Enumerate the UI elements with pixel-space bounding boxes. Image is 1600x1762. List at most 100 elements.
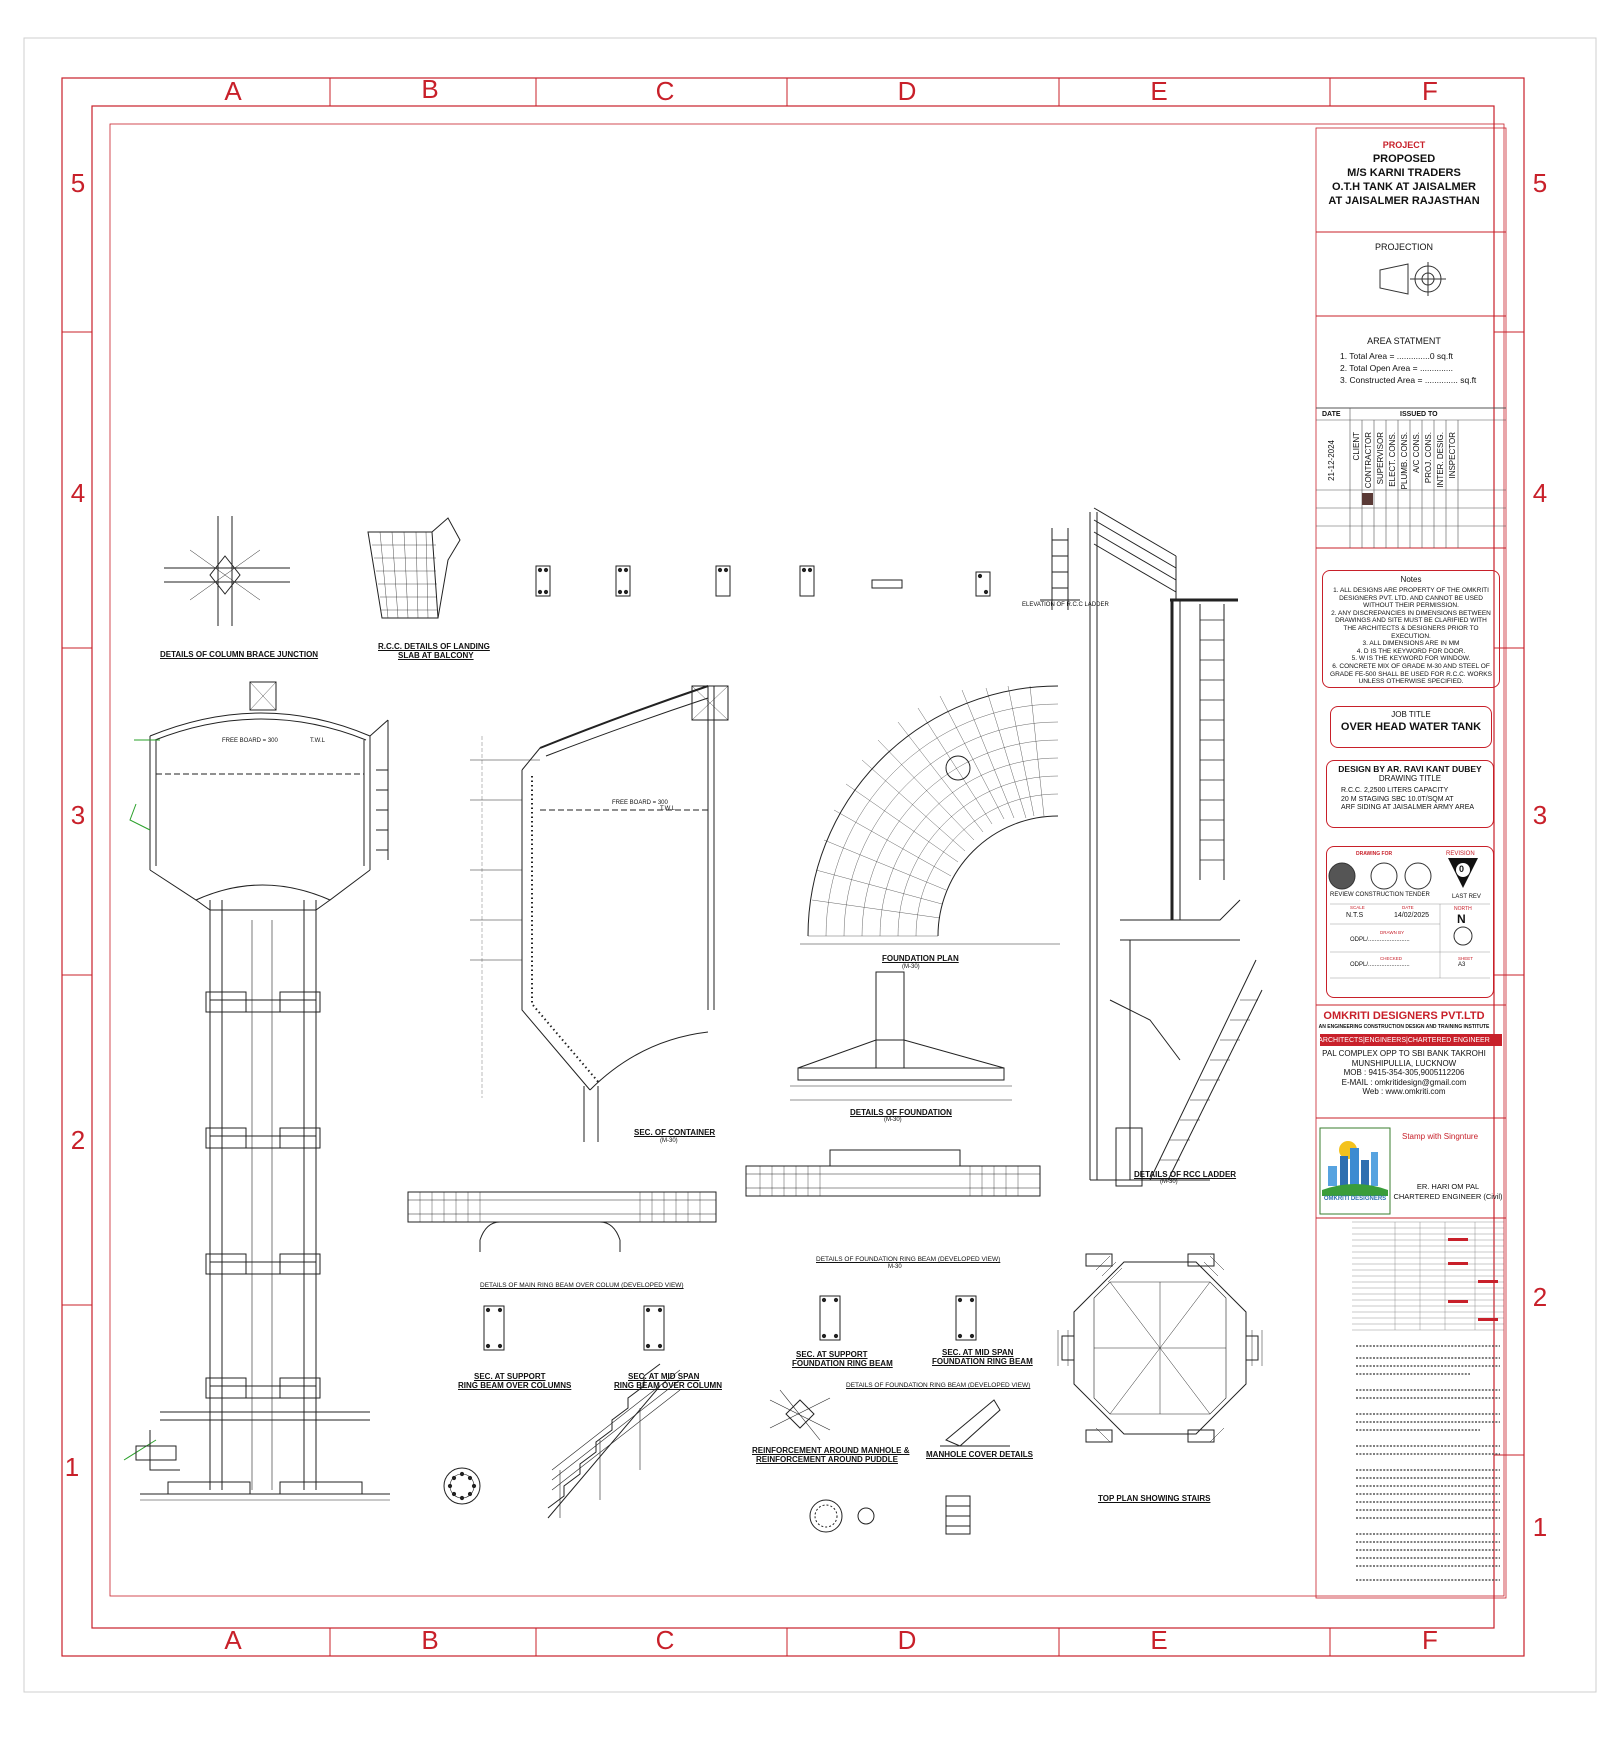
label-sec-midspan-1: SEC. AT MID SPAN <box>628 1372 700 1381</box>
sheet-label: SHEET <box>1458 956 1474 961</box>
design-by: DESIGN BY AR. RAVI KANT DUBEY <box>1338 764 1482 774</box>
foundation-plan-drawing <box>800 685 1060 945</box>
job-title-box: JOB TITLE OVER HEAD WATER TANK <box>1330 706 1492 748</box>
note-3: 3. ALL DIMENSIONS ARE IN MM <box>1362 640 1460 648</box>
odpl-drawn: ODPL/......................... <box>1350 937 1410 943</box>
date2-value: 14/02/2025 <box>1394 912 1430 919</box>
grid-col-c-top: C <box>655 76 675 106</box>
issued-ac: A/C CONS. <box>1412 432 1421 473</box>
landing-slab-drawing <box>367 517 461 619</box>
label-sec-support-f1: SEC. AT SUPPORT <box>796 1350 868 1359</box>
area-line-3: 3. Constructed Area = .............. sq.… <box>1340 375 1477 385</box>
north-letter: N <box>1457 912 1466 926</box>
drawing-for-box <box>1326 846 1494 998</box>
grid-col-a-bottom: A <box>224 1625 242 1655</box>
grid-row-5-right: 5 <box>1532 168 1548 198</box>
grid-col-d-bottom: D <box>897 1625 917 1655</box>
grid-row-1-right: 1 <box>1532 1512 1548 1542</box>
label-sec-midspan-f1: SEC. AT MID SPAN <box>942 1348 1014 1357</box>
grid-col-a-top: A <box>224 76 242 106</box>
issued-inter: INTER. DESIG. <box>1436 432 1445 488</box>
grid-col-f-top: F <box>1422 76 1438 106</box>
brace-sections-drawing <box>535 565 991 597</box>
project-heading: PROJECT <box>1382 140 1426 150</box>
checked-label: CHECKED <box>1380 956 1403 961</box>
foundation-ring-beam-drawing <box>745 1149 1041 1197</box>
grid-row-3-right: 3 <box>1532 800 1548 830</box>
grid-row-5-left: 5 <box>70 168 86 198</box>
label-sec-midspan-2: RING BEAM OVER COLUMN <box>614 1381 722 1390</box>
rcc-ladder-drawing <box>1089 507 1263 1187</box>
drawing-title-1: R.C.C. 2,2500 LITERS CAPACITY <box>1341 787 1449 794</box>
issue-date: 21-12-2024 <box>1327 440 1336 481</box>
area-statement: 1. Total Area = ..............0 sq.ft 2.… <box>1340 350 1500 386</box>
ladder-elevation-small-drawing <box>1040 528 1080 610</box>
drawing-for-options: REVIEW CONSTRUCTION TENDER <box>1330 892 1430 898</box>
north-label: NORTH <box>1454 906 1472 912</box>
stamp-label: Stamp with Singnture <box>1402 1132 1479 1141</box>
label-details-foundation-grade: (M-30) <box>884 1117 902 1123</box>
manhole-cover-drawing <box>940 1399 1010 1447</box>
address-4: E-MAIL : omkritidesign@gmail.com <box>1341 1077 1467 1087</box>
note-5: 5. W IS THE KEYWORD FOR WINDOW. <box>1351 655 1471 663</box>
grid-col-c-bottom: C <box>655 1625 675 1655</box>
label-details-foundation: DETAILS OF FOUNDATION <box>850 1108 952 1117</box>
company-name: OMKRITI DESIGNERS PVT.LTD <box>1323 1010 1485 1022</box>
logo-text: OMKRITI DESIGNERS <box>1323 1196 1387 1202</box>
label-twl: T.W.L <box>310 738 326 744</box>
label-column-brace: DETAILS OF COLUMN BRACE JUNCTION <box>160 650 319 659</box>
label-foundation-ring-beam: DETAILS OF FOUNDATION RING BEAM (DEVELOP… <box>816 1256 1001 1263</box>
company-logo <box>1319 1127 1391 1215</box>
scale-label: SCALE <box>1350 905 1365 910</box>
job-title-label: JOB TITLE <box>1391 710 1431 719</box>
company-banner: ARCHITECTS|ENGINEERS|CHARTERED ENGINEER <box>1318 1037 1490 1044</box>
grid-col-f-bottom: F <box>1422 1625 1438 1655</box>
company-block: OMKRITI DESIGNERS PVT.LTD AN ENGINEERING… <box>1308 1010 1500 1097</box>
label-main-ring-beam: DETAILS OF MAIN RING BEAM OVER COLUM (DE… <box>480 1282 684 1289</box>
sheet-value: A3 <box>1458 962 1466 968</box>
foundation-detail-drawing <box>790 971 1012 1101</box>
grid-row-2-right: 2 <box>1532 1282 1548 1312</box>
project-line-1: PROPOSED <box>1372 153 1436 165</box>
grid-col-e-top: E <box>1150 76 1168 106</box>
drawing-title-2: 20 M STAGING SBC 10.0T/SQM AT <box>1341 795 1454 803</box>
note-2: 2. ANY DISCREPANCIES IN DIMENSIONS BETWE… <box>1331 609 1491 640</box>
column-section-drawing <box>443 1467 481 1505</box>
label-sec-container-grade: (M-30) <box>660 1138 678 1144</box>
issued-contractor: CONTRACTOR <box>1364 432 1373 489</box>
note-4: 4. D IS THE KEYWORD FOR DOOR. <box>1356 647 1466 655</box>
address-1: PAL COMPLEX OPP TO SBI BANK TAKROHI <box>1322 1049 1486 1058</box>
address-2: MUNSHIPULLIA, LUCKNOW <box>1351 1058 1457 1068</box>
engineer-title: CHARTERED ENGINEER (Civil) <box>1393 1192 1503 1201</box>
date2-label: DATE <box>1402 905 1414 910</box>
area-line-2: 2. Total Open Area = .............. <box>1340 363 1454 373</box>
grid-col-d-top: D <box>897 76 917 106</box>
projection-heading: PROJECTION <box>1374 242 1433 252</box>
label-rcc-ladder-grade: (M-30) <box>1160 1179 1178 1185</box>
project-line-2: M/S KARNI TRADERS <box>1347 167 1461 179</box>
label-twl-container: T.W.L <box>660 806 676 812</box>
label-rcc-ladder: DETAILS OF RCC LADDER <box>1134 1170 1237 1179</box>
engineer-name: ER. HARI OM PAL <box>1416 1182 1480 1191</box>
label-free-board: FREE BOARD = 300 <box>222 738 278 744</box>
ring-beam-sections-drawing <box>483 1295 977 1351</box>
notes-heading: Notes <box>1400 575 1422 584</box>
issued-supervisor: SUPERVISOR <box>1376 432 1385 485</box>
label-sec-support-2: RING BEAM OVER COLUMNS <box>458 1381 572 1390</box>
label-landing-slab-2: SLAB AT BALCONY <box>398 651 474 660</box>
grid-row-2-left: 2 <box>70 1125 86 1155</box>
revision-label: REVISION <box>1446 851 1475 857</box>
label-sec-container: SEC. OF CONTAINER <box>634 1128 716 1137</box>
manhole-reinforcement-drawing <box>769 1389 971 1535</box>
address-3: MOB : 9415-354-305,9005112206 <box>1343 1068 1465 1077</box>
main-ring-beam-drawing <box>407 1191 717 1252</box>
area-line-1: 1. Total Area = ..............0 sq.ft <box>1340 351 1453 361</box>
engineer-block: ER. HARI OM PAL CHARTERED ENGINEER (Civi… <box>1392 1182 1504 1202</box>
revision-value: 0 <box>1459 864 1465 874</box>
label-manhole-2: REINFORCEMENT AROUND PUDDLE <box>756 1455 898 1464</box>
grid-col-e-bottom: E <box>1150 1625 1168 1655</box>
grid-row-4-left: 4 <box>70 478 86 508</box>
project-line-3: O.T.H TANK AT JAISALMER <box>1331 181 1476 193</box>
job-title: OVER HEAD WATER TANK <box>1340 721 1482 733</box>
